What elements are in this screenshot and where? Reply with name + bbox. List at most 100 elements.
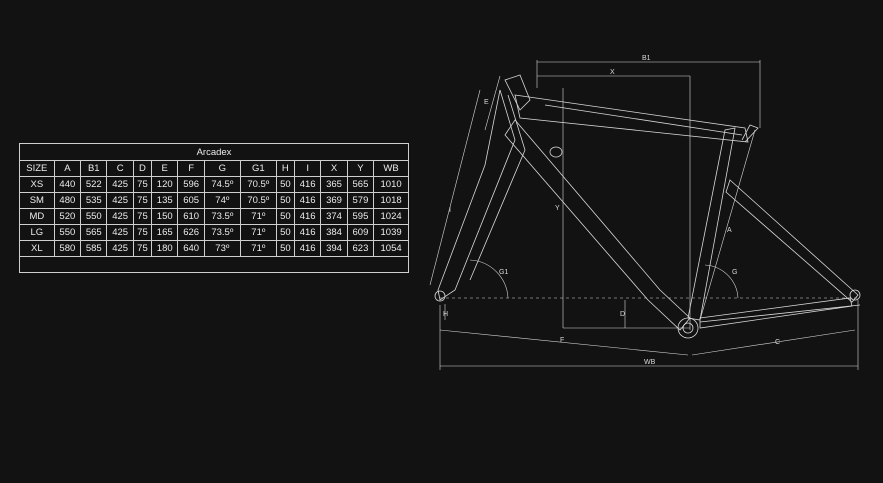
table-cell: 75 bbox=[132, 192, 153, 209]
table-cell: 585 bbox=[80, 240, 108, 257]
column-header: A bbox=[53, 160, 82, 177]
table-cell: 50 bbox=[275, 176, 295, 193]
table-cell: 50 bbox=[275, 240, 295, 257]
label-g: G bbox=[732, 269, 737, 276]
size-cell: MD bbox=[19, 208, 55, 225]
table-cell: 520 bbox=[53, 208, 82, 225]
table-cell: 425 bbox=[106, 208, 134, 225]
table-cell: 180 bbox=[151, 240, 179, 257]
size-cell: XS bbox=[19, 176, 55, 193]
table-cell: 74.5º bbox=[203, 176, 241, 193]
table-cell: 50 bbox=[275, 224, 295, 241]
table-cell: 150 bbox=[151, 208, 179, 225]
table-cell: 75 bbox=[132, 176, 153, 193]
table-cell: 71º bbox=[239, 224, 277, 241]
label-b1: B1 bbox=[642, 55, 651, 62]
column-header: D bbox=[132, 160, 153, 177]
table-cell: 425 bbox=[106, 224, 134, 241]
table-cell: 50 bbox=[275, 192, 295, 209]
label-e: E bbox=[484, 99, 489, 106]
table-cell: 425 bbox=[106, 240, 134, 257]
column-header: B1 bbox=[80, 160, 108, 177]
label-y: Y bbox=[555, 205, 560, 212]
table-cell: 1018 bbox=[373, 192, 409, 209]
table-cell: 73.5º bbox=[203, 224, 241, 241]
table-cell: 75 bbox=[132, 224, 153, 241]
column-header: Y bbox=[346, 160, 375, 177]
table-cell: 71º bbox=[239, 240, 277, 257]
table-cell: 425 bbox=[106, 192, 134, 209]
table-cell: 565 bbox=[346, 176, 375, 193]
column-header: I bbox=[293, 160, 322, 177]
empty-row bbox=[19, 256, 409, 273]
table-cell: 384 bbox=[320, 224, 348, 241]
table-cell: 394 bbox=[320, 240, 348, 257]
table-cell: 73.5º bbox=[203, 208, 241, 225]
size-cell: XL bbox=[19, 240, 55, 257]
dimension-labels: B1 X E I Y A G1 G D H F C WB bbox=[443, 55, 780, 366]
table-cell: 416 bbox=[293, 208, 322, 225]
column-header: WB bbox=[373, 160, 409, 177]
table-cell: 50 bbox=[275, 208, 295, 225]
table-cell: 609 bbox=[346, 224, 375, 241]
column-header: E bbox=[151, 160, 179, 177]
table-cell: 135 bbox=[151, 192, 179, 209]
column-header: SIZE bbox=[19, 160, 55, 177]
table-cell: 416 bbox=[293, 240, 322, 257]
table-cell: 416 bbox=[293, 224, 322, 241]
table-cell: 70.5º bbox=[239, 192, 277, 209]
column-header: X bbox=[320, 160, 348, 177]
table-cell: 75 bbox=[132, 240, 153, 257]
table-cell: 610 bbox=[177, 208, 205, 225]
table-cell: 596 bbox=[177, 176, 205, 193]
size-cell: SM bbox=[19, 192, 55, 209]
table-cell: 550 bbox=[53, 224, 82, 241]
table-cell: 369 bbox=[320, 192, 348, 209]
table-cell: 626 bbox=[177, 224, 205, 241]
table-cell: 71º bbox=[239, 208, 277, 225]
label-x: X bbox=[610, 69, 615, 76]
table-cell: 74º bbox=[203, 192, 241, 209]
table-cell: 1054 bbox=[373, 240, 409, 257]
label-wb: WB bbox=[644, 359, 656, 366]
table-cell: 165 bbox=[151, 224, 179, 241]
table-cell: 535 bbox=[80, 192, 108, 209]
table-cell: 120 bbox=[151, 176, 179, 193]
table-cell: 425 bbox=[106, 176, 134, 193]
label-a: A bbox=[727, 227, 732, 234]
table-cell: 623 bbox=[346, 240, 375, 257]
label-f: F bbox=[560, 337, 564, 344]
table-cell: 75 bbox=[132, 208, 153, 225]
table-cell: 365 bbox=[320, 176, 348, 193]
frame-geometry-diagram: B1 X E I Y A G1 G D H F C WB bbox=[429, 55, 861, 370]
column-header: G bbox=[203, 160, 241, 177]
column-header: H bbox=[275, 160, 295, 177]
label-i: I bbox=[449, 207, 451, 214]
table-cell: 580 bbox=[53, 240, 82, 257]
table-cell: 522 bbox=[80, 176, 108, 193]
table-cell: 1010 bbox=[373, 176, 409, 193]
frame-outline bbox=[434, 74, 861, 339]
label-c: C bbox=[775, 339, 780, 346]
table-cell: 416 bbox=[293, 176, 322, 193]
table-cell: 1024 bbox=[373, 208, 409, 225]
column-header: G1 bbox=[239, 160, 277, 177]
table-cell: 1039 bbox=[373, 224, 409, 241]
table-cell: 416 bbox=[293, 192, 322, 209]
table-title: Arcadex bbox=[19, 143, 409, 161]
table-cell: 480 bbox=[53, 192, 82, 209]
dimension-lines bbox=[429, 60, 860, 370]
size-cell: LG bbox=[19, 224, 55, 241]
table-cell: 565 bbox=[80, 224, 108, 241]
table-cell: 605 bbox=[177, 192, 205, 209]
label-h: H bbox=[443, 311, 448, 318]
table-cell: 550 bbox=[80, 208, 108, 225]
